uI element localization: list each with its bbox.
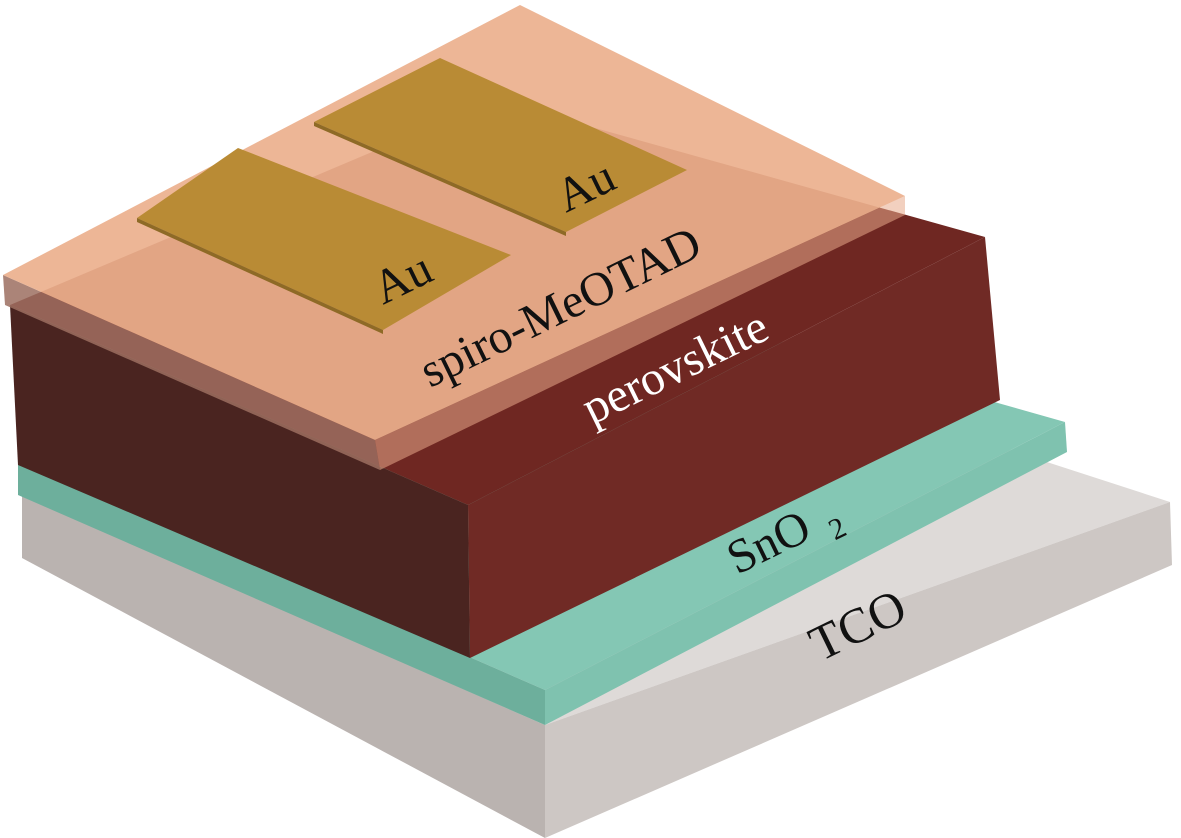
tco-side-face — [545, 502, 1172, 838]
au-electrodes — [137, 58, 687, 334]
spiro-layer — [3, 5, 905, 470]
tco-front-face — [22, 495, 545, 838]
spiro-top-face — [3, 5, 905, 440]
sno2-side-face — [545, 422, 1067, 725]
spiro-front-face — [3, 275, 380, 470]
perovskite-front-face — [10, 305, 470, 658]
perovskite-side-face — [468, 237, 1000, 658]
au-electrode-right — [314, 58, 687, 232]
au-electrode-right-edge — [314, 122, 566, 236]
au-electrode-left — [137, 148, 511, 330]
spiro-side-face — [375, 196, 905, 470]
au-electrode-left-edge — [137, 218, 383, 334]
sno2-front-face — [18, 460, 545, 725]
